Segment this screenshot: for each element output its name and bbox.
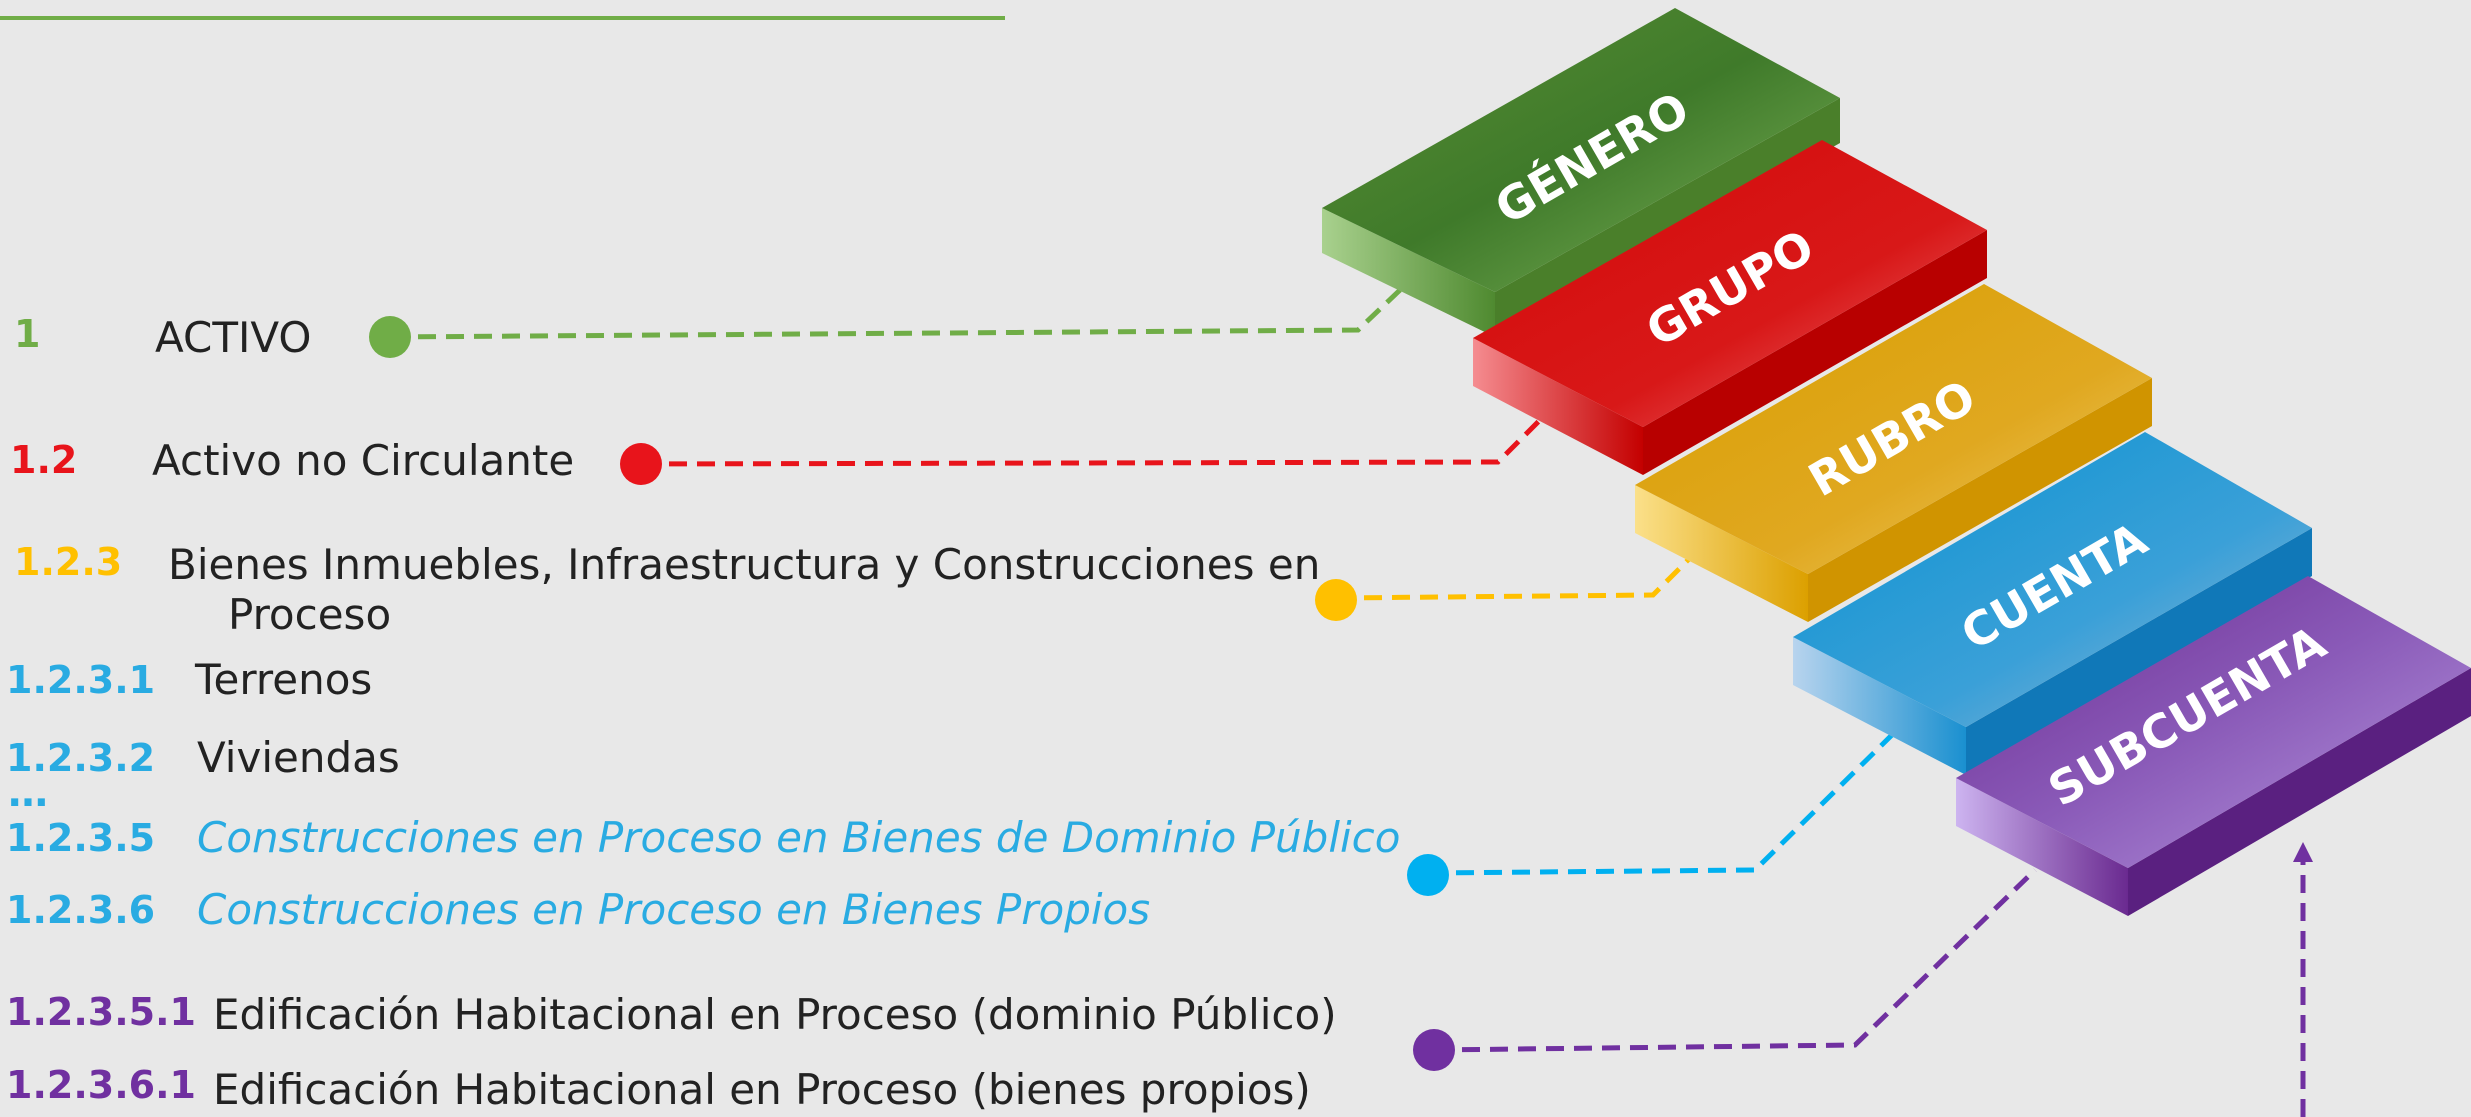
subcuenta-code: 1.2.3.6.1 <box>6 1063 196 1107</box>
cuenta-code: 1.2.3.1 <box>6 658 156 702</box>
step-rubro: RUBRO <box>1635 284 2152 622</box>
ellipsis-marker: … <box>8 770 50 816</box>
rubro-dot-icon <box>1315 579 1357 621</box>
rubro-label: Bienes Inmuebles, Infraestructura y Cons… <box>168 540 1321 589</box>
cuenta-code: 1.2.3.2 <box>6 736 156 780</box>
connector-cuenta <box>1427 725 1902 876</box>
top-divider-line <box>0 16 1005 20</box>
cuenta-label: Construcciones en Proceso en Bienes de D… <box>197 813 1401 862</box>
cuenta-dot-icon <box>1407 854 1449 896</box>
cuenta-code: 1.2.3.6 <box>6 888 156 932</box>
cuenta-label: Viviendas <box>197 733 400 782</box>
cuenta-label: Terrenos <box>195 655 373 704</box>
grupo-label: Activo no Circulante <box>152 436 575 485</box>
grupo-dot-icon <box>620 443 662 485</box>
subcuenta-label: Edificación Habitacional en Proceso (dom… <box>213 990 1337 1039</box>
step-grupo: GRUPO <box>1473 140 1987 475</box>
connector-grupo <box>640 413 1547 467</box>
rubro-label-continued: Proceso <box>228 590 392 639</box>
connector-rubro <box>1335 546 1702 601</box>
grupo-code: 1.2 <box>10 438 78 482</box>
arrow-up-icon <box>2293 842 2313 862</box>
rubro-code: 1.2.3 <box>14 540 123 584</box>
cuenta-label: Construcciones en Proceso en Bienes Prop… <box>197 885 1151 934</box>
subcuenta-label: Edificación Habitacional en Proceso (bie… <box>213 1065 1311 1114</box>
cuenta-code: 1.2.3.5 <box>6 816 156 860</box>
subcuenta-dot-icon <box>1413 1029 1455 1071</box>
connector-genero <box>389 288 1402 340</box>
genero-label: ACTIVO <box>155 313 312 362</box>
subcuenta-code: 1.2.3.5.1 <box>6 990 196 1034</box>
genero-code: 1 <box>14 312 41 356</box>
connector-subcuenta <box>1433 868 2037 1053</box>
step-cuenta: CUENTA <box>1793 432 2312 775</box>
genero-dot-icon <box>369 316 411 358</box>
